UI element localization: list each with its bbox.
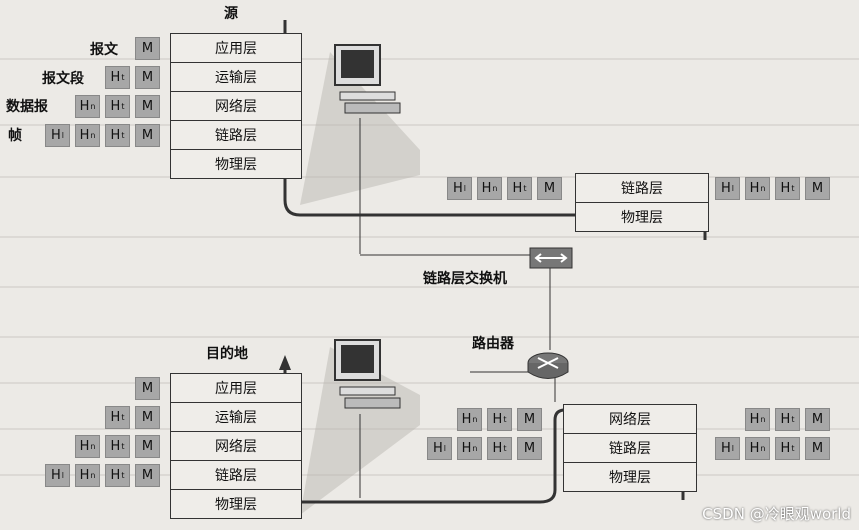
router-right-frame-message: M [805,437,830,460]
destination-protocol-stack: 应用层 运输层 网络层 链路层 物理层 [170,373,302,519]
source-transport-layer: 运输层 [171,62,301,91]
background-line [0,336,859,338]
source-network-layer: 网络层 [171,91,301,120]
background-line [0,124,859,126]
message-label: 报文 [90,42,118,58]
background-line [0,236,859,238]
background-line [0,428,859,430]
background-line [0,474,859,476]
watermark: CSDN @冷眼观world [702,505,851,523]
background-line [0,58,859,60]
switch-physical-layer: 物理层 [576,202,708,231]
datagram-message: M [135,95,160,118]
background-line [0,176,859,178]
destination-application-layer: 应用层 [215,381,257,397]
switch-protocol-stack: 链路层 物理层 [575,173,709,232]
destination-segment-message: M [135,406,160,429]
segment-message: M [135,66,160,89]
switch-right-frame-message: M [805,177,830,200]
frame-label: 帧 [8,128,22,144]
router-protocol-stack: 网络层 链路层 物理层 [563,404,697,492]
router-right-datagram-message: M [805,408,830,431]
destination-transport-layer: 运输层 [171,402,301,431]
background-line [0,286,859,288]
switch-icon [529,247,573,269]
router-physical-layer: 物理层 [564,462,696,491]
source-computer-icon [334,44,401,114]
router-icon [527,352,569,379]
destination-physical-layer: 物理层 [171,489,301,518]
message-packet: M [135,37,160,60]
router-label: 路由器 [472,336,514,352]
segment-label: 报文段 [42,71,84,87]
background-line [0,382,859,384]
destination-arrow-icon [279,355,291,370]
source-physical-layer: 物理层 [171,149,301,178]
frame-message: M [135,124,160,147]
datagram-label: 数据报 [6,99,48,115]
source-label: 源 [224,6,238,22]
source-link-layer: 链路层 [171,120,301,149]
router-left-datagram-message: M [517,408,542,431]
switch-label: 链路层交换机 [423,271,507,287]
destination-datagram-message: M [135,435,160,458]
destination-message: M [135,377,160,400]
source-application-layer: 应用层 [215,41,257,57]
router-network-layer: 网络层 [609,412,651,428]
destination-computer-icon [334,339,401,409]
destination-label: 目的地 [206,346,248,362]
switch-link-layer: 链路层 [621,181,663,197]
router-left-frame-message: M [517,437,542,460]
destination-frame-message: M [135,464,160,487]
switch-left-frame-message: M [537,177,562,200]
destination-link-layer: 链路层 [171,460,301,489]
destination-network-layer: 网络层 [171,431,301,460]
source-protocol-stack: 应用层 运输层 网络层 链路层 物理层 [170,33,302,179]
router-link-layer: 链路层 [564,433,696,462]
